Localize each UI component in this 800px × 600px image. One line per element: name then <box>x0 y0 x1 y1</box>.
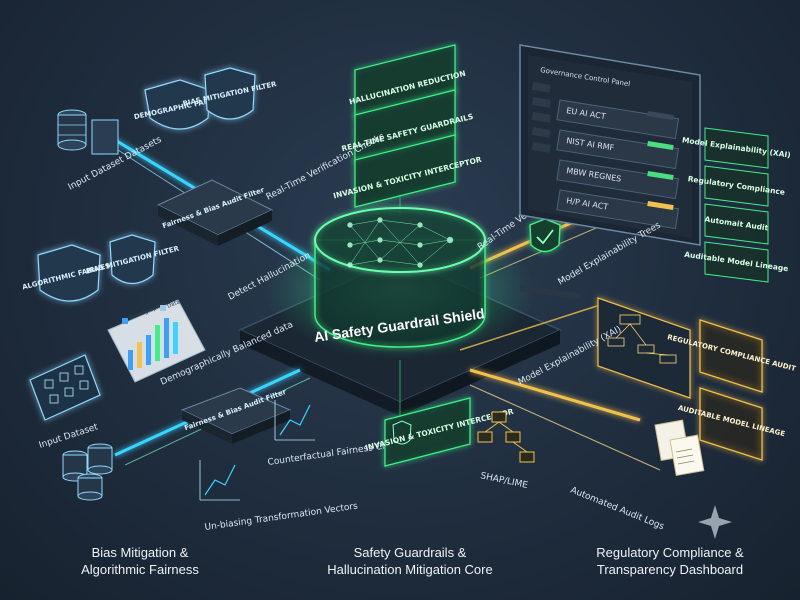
beam-bottom-right <box>469 368 641 422</box>
fairness-filter-bottom: Fairness & Bias Audit Filter <box>180 387 292 444</box>
platform-side-left <box>240 330 400 416</box>
dataset-grid-icon <box>29 354 101 421</box>
side-tags: Model Explainability (XAI)Regulatory Com… <box>681 127 791 283</box>
sparkle-icon <box>698 505 732 539</box>
chart-bar-1 <box>128 350 133 370</box>
algorithmic-fairness-shield: ALGORITHMIC FAIRNESS <box>21 244 116 302</box>
caption-right-line-2: Transparency Dashboard <box>596 562 744 577</box>
caption-mid-line-1: Safety Guardrails & <box>353 545 467 560</box>
side-tag-2 <box>704 203 769 245</box>
document-icon <box>91 119 119 155</box>
document-stack-icon <box>654 419 705 477</box>
caption-regulatory-compliance: Regulatory Compliance & Transparency Das… <box>555 544 785 578</box>
gov-row-status-bar <box>647 111 674 121</box>
counterfactual-chart-icon <box>274 400 315 441</box>
chart-bar-4 <box>155 325 160 361</box>
legend-swatch-b <box>160 305 166 311</box>
hallucination-panels: HALLUCINATION REDUCTION REAL-TIME SAFETY… <box>332 44 483 208</box>
caption-mid-line-2: Hallucination Mitigation Core <box>327 562 493 577</box>
shap-lime-label: SHAP/LIME <box>479 471 529 491</box>
gov-row-status-bar <box>647 201 674 211</box>
side-tag-0 <box>704 127 769 169</box>
gov-row-1 <box>556 129 680 170</box>
legend-swatch-a <box>122 318 128 324</box>
caption-bias-mitigation: Bias Mitigation & Algorithmic Fairness <box>30 544 250 578</box>
database-cluster-icon <box>62 443 113 501</box>
caption-safety-guardrails: Safety Guardrails & Hallucination Mitiga… <box>300 544 520 578</box>
legend-data: Data <box>167 299 181 309</box>
monitor-stand <box>520 285 580 300</box>
gov-row-2 <box>556 159 680 200</box>
caption-right-line-1: Regulatory Compliance & <box>596 545 744 560</box>
caption-left-line-2: Algorithmic Fairness <box>81 562 199 577</box>
chart-bar-2 <box>137 342 142 368</box>
panel-invasion-top <box>354 134 456 208</box>
unbiasing-label: Un-biasing Transformation Vectors <box>204 502 359 533</box>
beam-bottom-right-thin <box>469 384 661 471</box>
gov-row-3 <box>556 189 680 230</box>
neural-network-icon <box>347 217 454 268</box>
side-tag-3 <box>704 241 769 283</box>
core-shield: AI Safety Guardrail Shield <box>265 207 535 360</box>
side-tag-1 <box>704 165 769 207</box>
gov-row-status-bar <box>647 141 674 151</box>
flow-chart-panel <box>597 297 691 399</box>
shield-check-icon <box>529 218 561 253</box>
invasion-shield-icon <box>392 420 412 445</box>
unbiasing-chart-icon <box>199 460 240 501</box>
chart-bar-5 <box>164 318 169 358</box>
panel-sidebar <box>531 82 551 153</box>
gov-row-0 <box>556 99 680 140</box>
caption-left-line-1: Bias Mitigation & <box>91 545 189 560</box>
safety-guardrails-section: HALLUCINATION REDUCTION REAL-TIME SAFETY… <box>227 44 561 467</box>
chart-bar-6 <box>173 322 178 354</box>
database-icon <box>57 109 87 151</box>
automated-logs-label: Automated Audit Logs <box>569 486 666 533</box>
chart-bar-3 <box>146 335 151 365</box>
gov-row-status-bar <box>647 171 674 181</box>
fairness-filter-top: Fairness & Bias Audit Filter <box>156 179 274 246</box>
shap-tree-icon <box>477 411 535 463</box>
